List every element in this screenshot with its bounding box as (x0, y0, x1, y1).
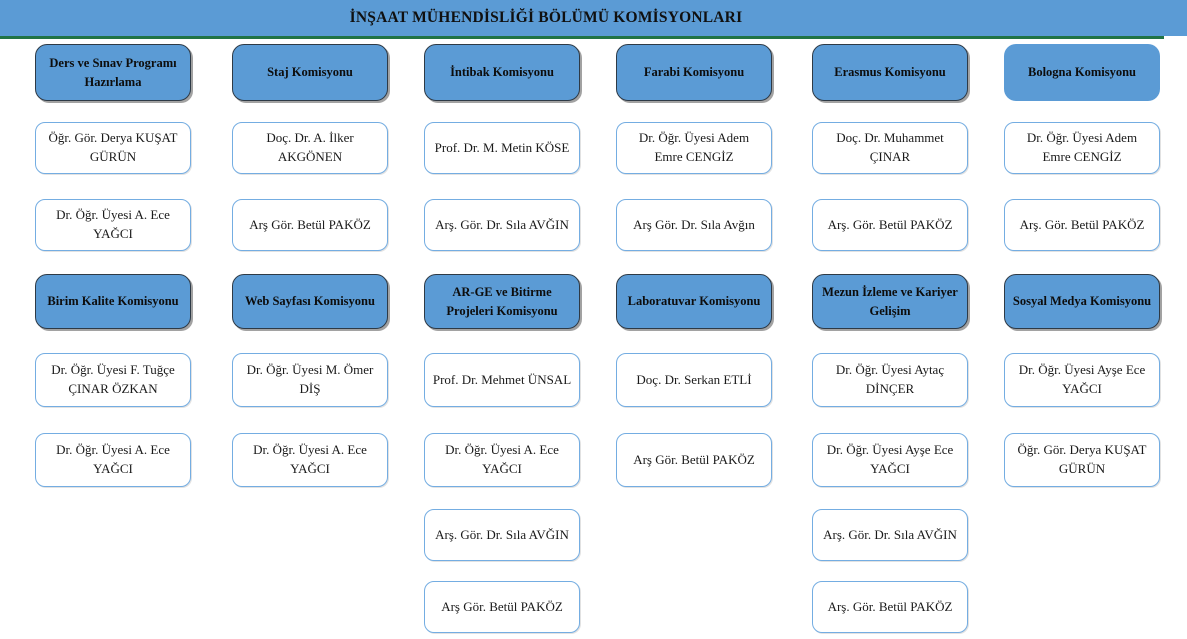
member-box: Dr. Öğr. Üyesi Adem Emre CENGİZ (616, 122, 772, 174)
member-box: Dr. Öğr. Üyesi A. Ece YAĞCI (35, 199, 191, 251)
committee-header: Laboratuvar Komisyonu (616, 274, 772, 329)
page-title: İNŞAAT MÜHENDİSLİĞİ BÖLÜMÜ KOMİSYONLARI (0, 0, 1187, 36)
member-box: Arş Gör. Dr. Sıla Avğın (616, 199, 772, 251)
member-box: Doç. Dr. A. İlker AKGÖNEN (232, 122, 388, 174)
member-box: Prof. Dr. M. Metin KÖSE (424, 122, 580, 174)
member-box: Arş. Gör. Betül PAKÖZ (812, 199, 968, 251)
member-box: Dr. Öğr. Üyesi F. Tuğçe ÇINAR ÖZKAN (35, 353, 191, 407)
committee-header: Erasmus Komisyonu (812, 44, 968, 101)
member-box: Arş. Gör. Betül PAKÖZ (812, 581, 968, 633)
committee-header: Sosyal Medya Komisyonu (1004, 274, 1160, 329)
member-box: Prof. Dr. Mehmet ÜNSAL (424, 353, 580, 407)
member-box: Öğr. Gör. Derya KUŞAT GÜRÜN (35, 122, 191, 174)
member-box: Arş Gör. Betül PAKÖZ (424, 581, 580, 633)
member-box: Dr. Öğr. Üyesi A. Ece YAĞCI (35, 433, 191, 487)
committee-header: Staj Komisyonu (232, 44, 388, 101)
member-box: Dr. Öğr. Üyesi Ayşe Ece YAĞCI (812, 433, 968, 487)
member-box: Arş. Gör. Dr. Sıla AVĞIN (424, 509, 580, 561)
member-box: Arş Gör. Betül PAKÖZ (232, 199, 388, 251)
member-box: Doç. Dr. Muhammet ÇINAR (812, 122, 968, 174)
title-divider (0, 36, 1164, 39)
member-box: Dr. Öğr. Üyesi A. Ece YAĞCI (424, 433, 580, 487)
member-box: Arş Gör. Betül PAKÖZ (616, 433, 772, 487)
member-box: Arş. Gör. Dr. Sıla AVĞIN (424, 199, 580, 251)
committee-header: Birim Kalite Komisyonu (35, 274, 191, 329)
member-box: Arş. Gör. Betül PAKÖZ (1004, 199, 1160, 251)
member-box: Arş. Gör. Dr. Sıla AVĞIN (812, 509, 968, 561)
committee-header: Farabi Komisyonu (616, 44, 772, 101)
committee-header: Ders ve Sınav Programı Hazırlama (35, 44, 191, 101)
member-box: Dr. Öğr. Üyesi Adem Emre CENGİZ (1004, 122, 1160, 174)
member-box: Dr. Öğr. Üyesi M. Ömer DİŞ (232, 353, 388, 407)
committee-header: AR-GE ve Bitirme Projeleri Komisyonu (424, 274, 580, 329)
member-box: Öğr. Gör. Derya KUŞAT GÜRÜN (1004, 433, 1160, 487)
member-box: Dr. Öğr. Üyesi Aytaç DİNÇER (812, 353, 968, 407)
member-box: Dr. Öğr. Üyesi Ayşe Ece YAĞCI (1004, 353, 1160, 407)
committee-header: Bologna Komisyonu (1004, 44, 1160, 101)
member-box: Doç. Dr. Serkan ETLİ (616, 353, 772, 407)
committee-header: İntibak Komisyonu (424, 44, 580, 101)
committee-header: Mezun İzleme ve Kariyer Gelişim (812, 274, 968, 329)
member-box: Dr. Öğr. Üyesi A. Ece YAĞCI (232, 433, 388, 487)
committee-header: Web Sayfası Komisyonu (232, 274, 388, 329)
